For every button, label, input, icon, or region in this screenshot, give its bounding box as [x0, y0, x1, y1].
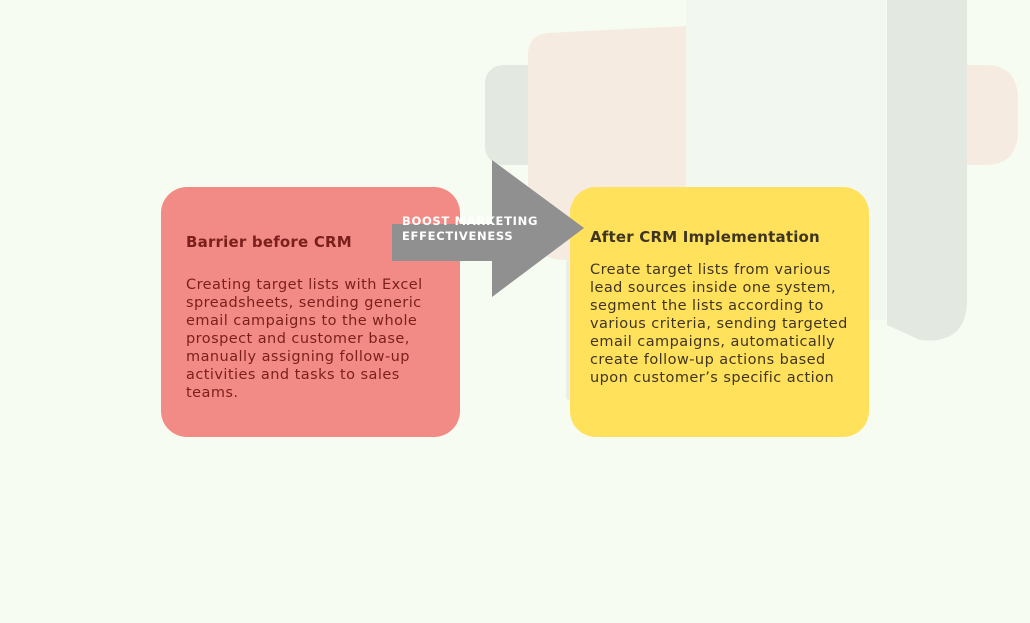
after-title: After CRM Implementation [590, 228, 820, 246]
barrier-body: Creating target lists with Excel spreads… [186, 277, 423, 401]
barrier-title: Barrier before CRM [186, 233, 352, 251]
after-card: After CRM Implementation Create target l… [570, 187, 869, 437]
arrow-right-icon [392, 160, 584, 297]
after-body: Create target lists from various lead so… [590, 262, 848, 386]
arrow-label: BOOST MARKETING EFFECTIVENESS [402, 214, 539, 243]
